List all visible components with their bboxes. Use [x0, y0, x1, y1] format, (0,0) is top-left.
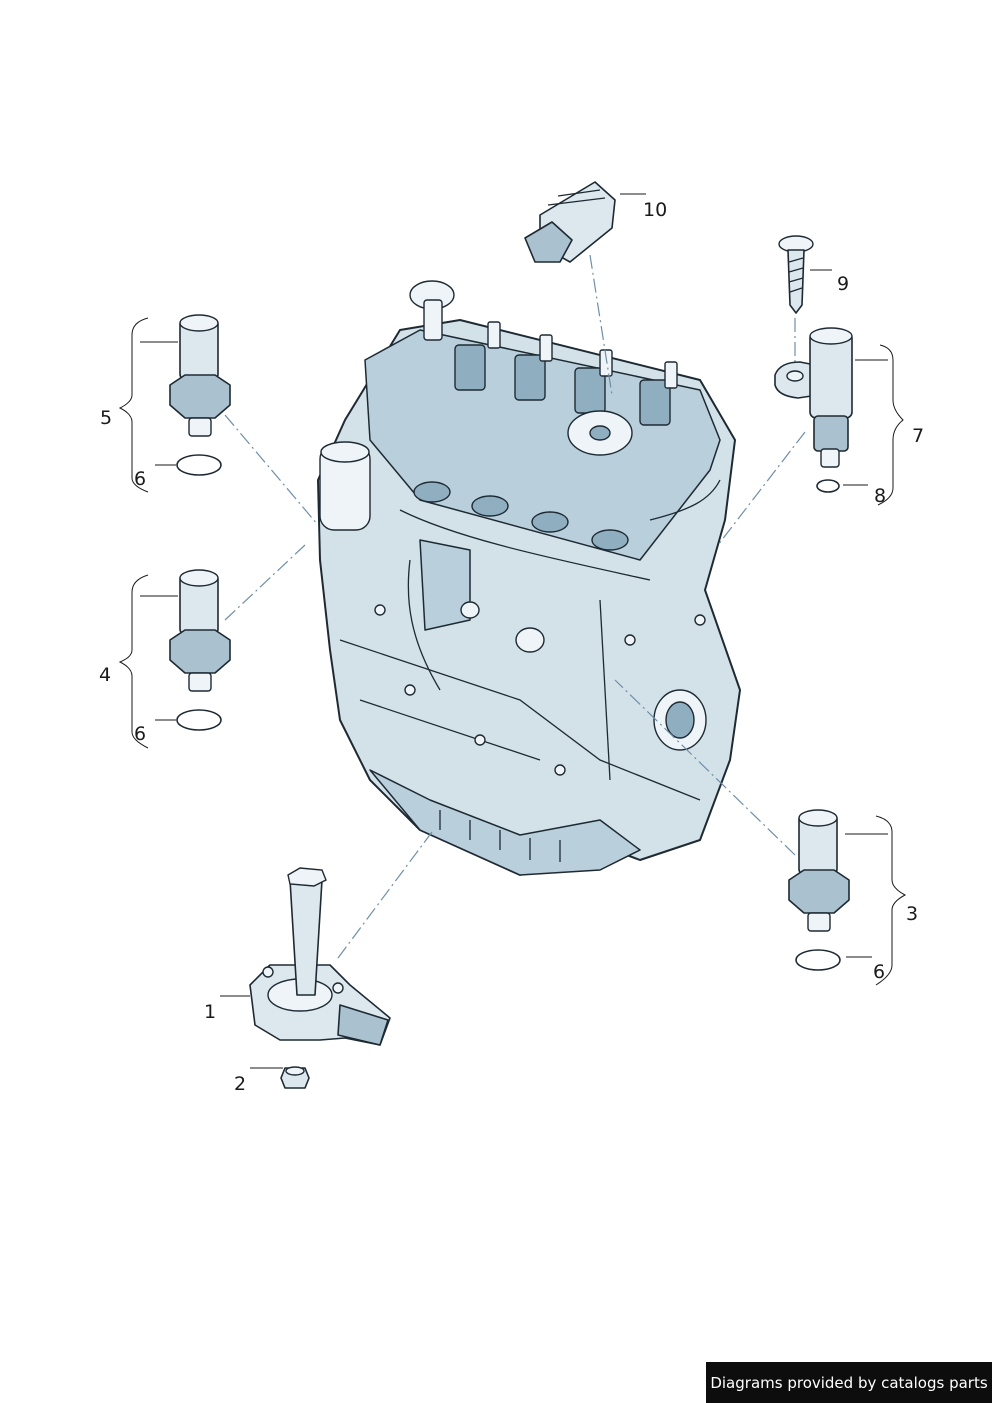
- part-9-screw: [778, 235, 814, 314]
- callout-10: 10: [643, 199, 667, 221]
- part-1-oil-level-sensor: [249, 867, 391, 1046]
- callout-leaders: [118, 193, 907, 1069]
- callout-2: 2: [234, 1073, 246, 1095]
- indicator-lines: [224, 254, 806, 959]
- callout-1: 1: [204, 1001, 216, 1023]
- callout-4: 4: [99, 664, 111, 686]
- credit-banner: Diagrams provided by catalogs parts: [706, 1362, 992, 1403]
- callout-3: 3: [906, 903, 918, 925]
- callout-6-lower: 6: [873, 961, 885, 983]
- part-8-o-ring: [816, 479, 840, 493]
- part-2-nut: [280, 1066, 310, 1089]
- callout-6-upper: 6: [134, 468, 146, 490]
- part-10-connector-module: [524, 181, 616, 263]
- callout-8: 8: [874, 485, 886, 507]
- callout-9: 9: [837, 273, 849, 295]
- callout-6-middle: 6: [134, 723, 146, 745]
- callout-5: 5: [100, 407, 112, 429]
- engine-block: [317, 280, 741, 876]
- credit-text: Diagrams provided by catalogs parts: [710, 1373, 988, 1392]
- callout-7: 7: [912, 425, 924, 447]
- part-5-pressure-switch: [169, 314, 231, 476]
- part-7-sensor: [774, 327, 853, 468]
- part-4-pressure-switch: [169, 569, 231, 731]
- callout-numbers: 10 9 7 8 5 6 4 6 3 6 1 2: [99, 199, 924, 1095]
- part-3-pressure-switch: [788, 809, 850, 971]
